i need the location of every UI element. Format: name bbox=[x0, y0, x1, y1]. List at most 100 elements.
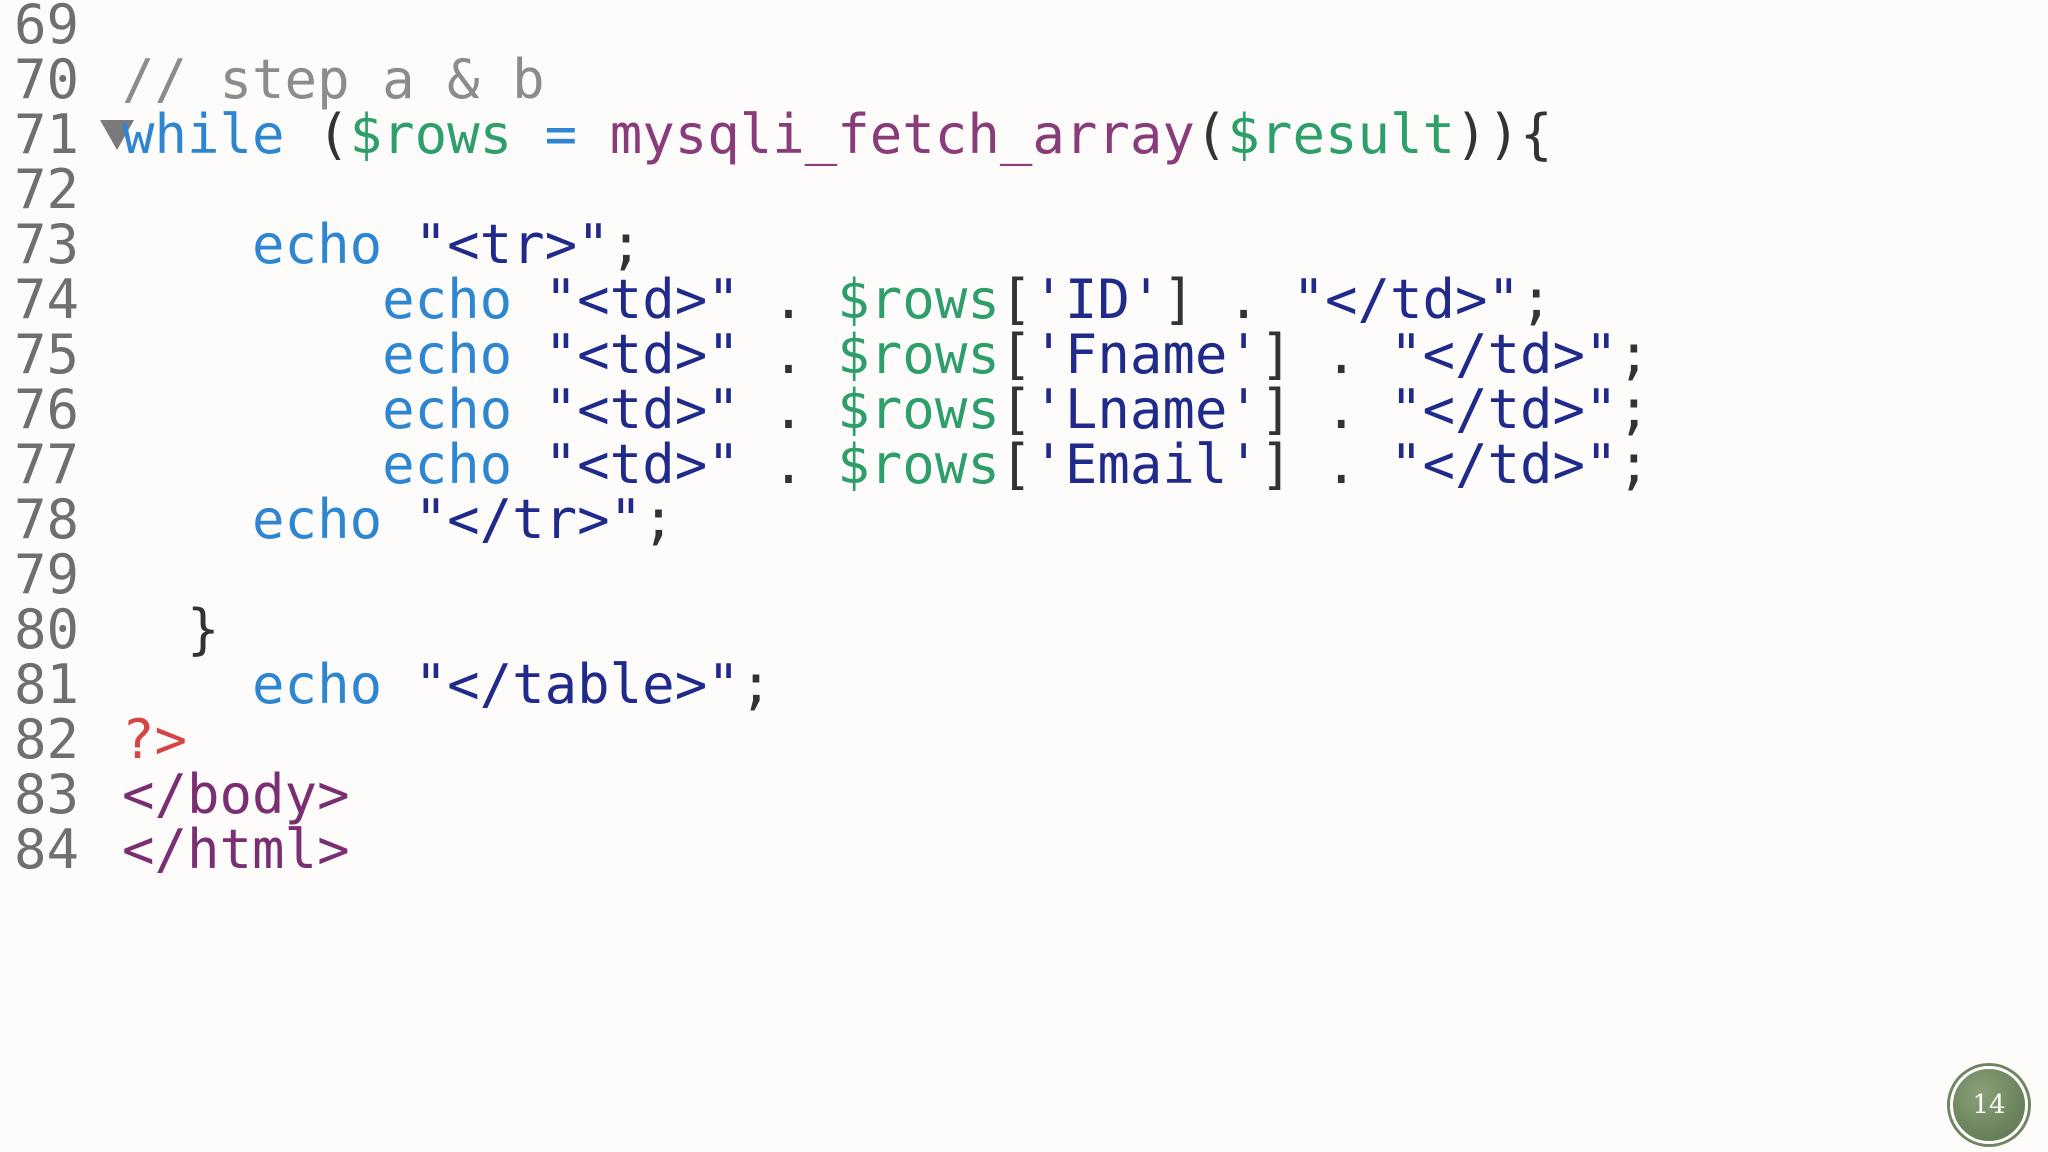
code-token-str: "<td>" bbox=[544, 433, 740, 496]
code-text: echo "<td>" . $rows['Lname'] . "</td>"; bbox=[122, 373, 1650, 446]
code-token-punct: ; bbox=[642, 488, 675, 551]
code-token-str: "<td>" bbox=[544, 323, 740, 386]
code-token-str: "</td>" bbox=[1292, 268, 1521, 331]
code-token-var: $rows bbox=[349, 103, 513, 166]
code-text: } bbox=[122, 593, 220, 666]
code-token-keyword: echo bbox=[382, 433, 513, 496]
code-token-punct: ( bbox=[284, 103, 350, 166]
code-token-punct: ; bbox=[609, 213, 643, 276]
line-number: 78 bbox=[14, 488, 80, 551]
code-token-keyword: echo bbox=[382, 268, 513, 331]
code-token-punct: . bbox=[739, 378, 838, 441]
code-token-str: "<td>" bbox=[544, 268, 740, 331]
code-token-punct: [ bbox=[999, 433, 1033, 496]
code-token-punct: . bbox=[739, 323, 838, 386]
code-token-comment: // step a & b bbox=[122, 48, 545, 111]
code-token-var: $result bbox=[1227, 103, 1455, 166]
code-text: echo "<td>" . $rows['ID'] . "</td>"; bbox=[122, 263, 1553, 336]
code-line[interactable]: 83 </body> bbox=[0, 758, 1900, 831]
code-text: while ($rows = mysqli_fetch_array($resul… bbox=[122, 98, 1553, 171]
code-text: echo "<td>" . $rows['Email'] . "</td>"; bbox=[122, 428, 1650, 501]
code-token-punct: ; bbox=[739, 653, 773, 716]
code-line[interactable]: 80 } bbox=[0, 593, 1900, 666]
code-token-str: 'ID' bbox=[1032, 268, 1163, 331]
line-number: 75 bbox=[14, 323, 80, 386]
code-token-punct: ( bbox=[1194, 103, 1228, 166]
code-line[interactable]: 76 echo "<td>" . $rows['Lname'] . "</td>… bbox=[0, 373, 1900, 446]
code-line[interactable]: 81 echo "</table>"; bbox=[0, 648, 1900, 721]
fold-toggle-icon[interactable] bbox=[100, 120, 134, 150]
code-token-punct: ; bbox=[1520, 268, 1553, 331]
code-token-str: 'Lname' bbox=[1032, 378, 1260, 441]
code-text: </body> bbox=[122, 758, 350, 831]
code-token-func: mysqli_fetch_array bbox=[609, 103, 1195, 166]
code-token-str: "</td>" bbox=[1389, 433, 1618, 496]
code-token-keyword: echo bbox=[382, 323, 513, 386]
code-token-str: "</td>" bbox=[1389, 323, 1618, 386]
slide-number-badge: 14 bbox=[1950, 1066, 2028, 1144]
code-text: echo "<td>" . $rows['Fname'] . "</td>"; bbox=[122, 318, 1650, 391]
code-token-punct: )){ bbox=[1455, 103, 1553, 166]
code-token-keyword: echo bbox=[382, 378, 513, 441]
code-token-punct: [ bbox=[999, 378, 1033, 441]
code-text: echo "</table>"; bbox=[122, 648, 772, 721]
code-token-str: "</td>" bbox=[1389, 378, 1618, 441]
code-text: </html> bbox=[122, 813, 350, 886]
code-text: echo "<tr>"; bbox=[122, 208, 642, 281]
code-token-str: 'Email' bbox=[1032, 433, 1260, 496]
line-number: 77 bbox=[14, 433, 80, 496]
code-line[interactable]: 78 echo "</tr>"; bbox=[0, 483, 1900, 556]
code-text: // step a & b bbox=[122, 43, 545, 116]
code-line[interactable]: 77 echo "<td>" . $rows['Email'] . "</td>… bbox=[0, 428, 1900, 501]
code-line[interactable]: 72 bbox=[0, 153, 1900, 226]
code-token-str: "</table>" bbox=[414, 653, 740, 716]
line-number: 81 bbox=[14, 653, 80, 716]
code-token-var: $rows bbox=[837, 323, 1000, 386]
code-line[interactable]: 69 bbox=[0, 0, 1900, 61]
line-number: 83 bbox=[14, 763, 80, 826]
code-token-str: "<td>" bbox=[544, 378, 740, 441]
code-token-var: $rows bbox=[837, 433, 1000, 496]
code-token-punct: ] . bbox=[1162, 268, 1293, 331]
code-line[interactable]: 79 bbox=[0, 538, 1900, 611]
line-number: 74 bbox=[14, 268, 80, 331]
code-text: echo "</tr>"; bbox=[122, 483, 675, 556]
line-number: 82 bbox=[14, 708, 80, 771]
code-token-keyword: echo bbox=[252, 213, 383, 276]
code-token-tag: </html> bbox=[122, 818, 350, 881]
line-number: 72 bbox=[14, 158, 80, 221]
code-token-punct: } bbox=[187, 598, 220, 661]
line-number: 71 bbox=[14, 103, 80, 166]
code-line[interactable]: 84</html> bbox=[0, 813, 1900, 886]
code-token-keyword: while bbox=[122, 103, 285, 166]
code-text: ?> bbox=[122, 703, 187, 776]
code-token-op: = bbox=[512, 103, 610, 166]
code-token-punct: . bbox=[739, 433, 838, 496]
code-token-punct: ; bbox=[1617, 433, 1651, 496]
code-token-punct: ] . bbox=[1259, 433, 1390, 496]
code-line[interactable]: 75 echo "<td>" . $rows['Fname'] . "</td>… bbox=[0, 318, 1900, 391]
code-token-tag: </body> bbox=[122, 763, 350, 826]
line-number: 70 bbox=[14, 48, 80, 111]
line-number: 69 bbox=[14, 0, 80, 56]
code-token-var: $rows bbox=[837, 268, 1000, 331]
code-token-var: $rows bbox=[837, 378, 1000, 441]
code-token-punct: ; bbox=[1617, 323, 1651, 386]
code-token-str: "<tr>" bbox=[414, 213, 610, 276]
code-token-str: "</tr>" bbox=[414, 488, 643, 551]
code-line[interactable]: 74 echo "<td>" . $rows['ID'] . "</td>"; bbox=[0, 263, 1900, 336]
line-number: 79 bbox=[14, 543, 80, 606]
code-token-punct: [ bbox=[999, 323, 1033, 386]
code-token-punct: ; bbox=[1617, 378, 1651, 441]
code-token-punct: ] . bbox=[1259, 323, 1390, 386]
line-number: 76 bbox=[14, 378, 80, 441]
code-line[interactable]: 70 // step a & b bbox=[0, 43, 1900, 116]
line-number: 73 bbox=[14, 213, 80, 276]
code-token-punct: [ bbox=[999, 268, 1033, 331]
code-line[interactable]: 73 echo "<tr>"; bbox=[0, 208, 1900, 281]
code-line[interactable]: 82 ?> bbox=[0, 703, 1900, 776]
code-token-keyword: echo bbox=[252, 653, 383, 716]
code-token-punct: . bbox=[739, 268, 838, 331]
